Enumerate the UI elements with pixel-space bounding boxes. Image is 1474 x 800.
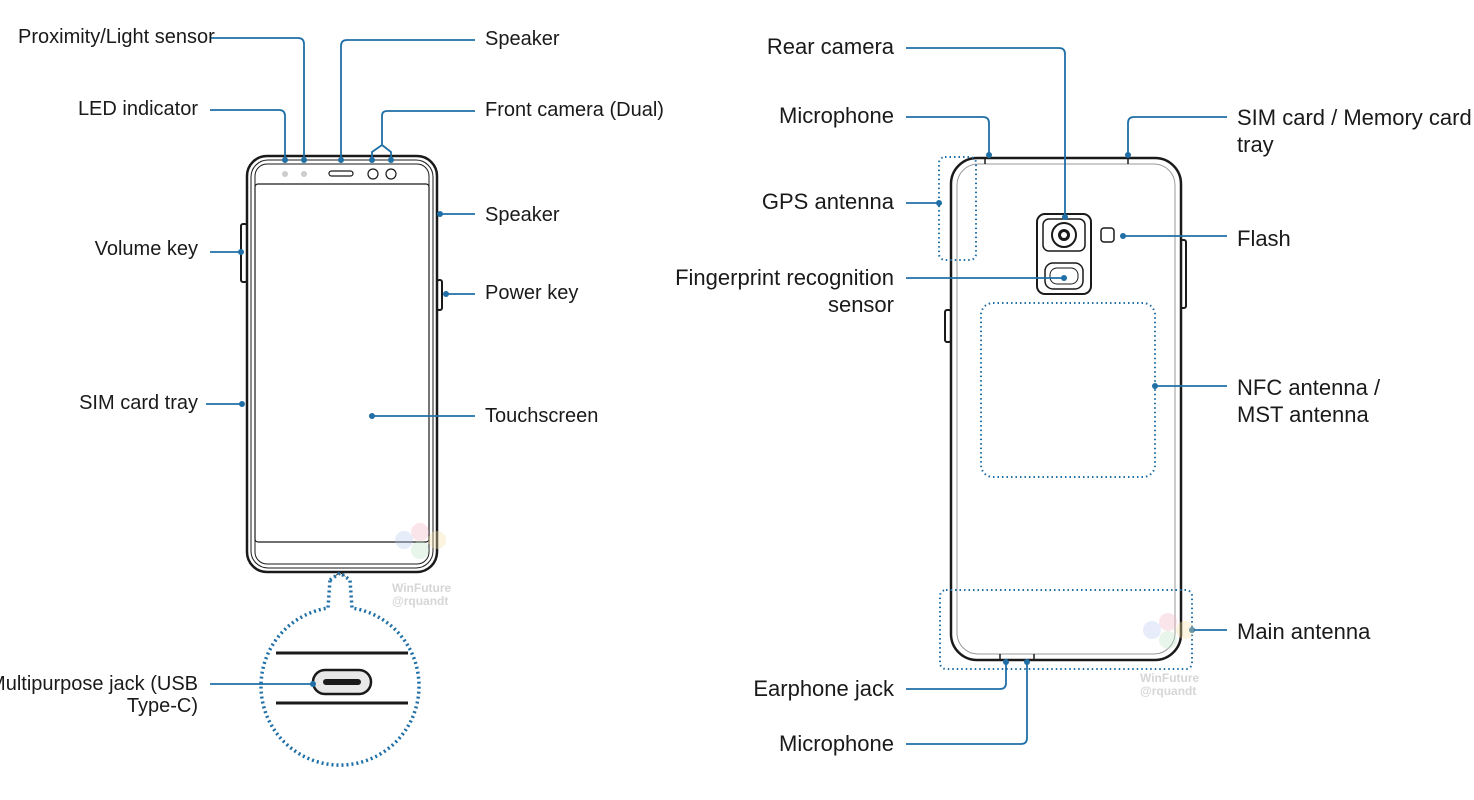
dot-speaker-top <box>338 157 344 163</box>
dot-nfc <box>1152 383 1158 389</box>
leader-microphone-top <box>906 116 990 155</box>
front-camera-lens-2 <box>385 168 397 180</box>
back-leader-dots <box>936 152 1195 665</box>
dot-flash <box>1120 233 1126 239</box>
label-proximity-sensor: Proximity/Light sensor <box>18 26 215 48</box>
label-touchscreen: Touchscreen <box>485 405 599 427</box>
dot-touchscreen <box>369 413 375 419</box>
dot-earphone <box>1003 659 1009 665</box>
label-nfc-antenna-2: MST antenna <box>1237 402 1369 427</box>
dot-main-antenna <box>1189 627 1195 633</box>
main-antenna-region <box>939 589 1193 670</box>
label-volume-key: Volume key <box>94 238 198 260</box>
leader-earphone <box>906 662 1007 690</box>
usb-c-port-inner <box>323 679 361 685</box>
dot-fingerprint <box>1061 275 1067 281</box>
label-sim-memory-tray-2: tray <box>1237 132 1274 157</box>
label-sim-memory-tray-1: SIM card / Memory card <box>1237 105 1472 130</box>
dot-sim-memory <box>1125 152 1131 158</box>
watermark-front-line2: @rquandt <box>392 594 449 608</box>
front-camera-lens-1 <box>367 168 379 180</box>
back-view <box>906 47 1227 745</box>
label-front-camera: Front camera (Dual) <box>485 99 664 121</box>
label-microphone-bottom: Microphone <box>779 731 894 756</box>
label-multipurpose-jack-2: Type-C) <box>126 695 198 717</box>
nfc-antenna-region <box>980 302 1156 478</box>
antenna-regions <box>938 156 1193 670</box>
watermark-front-line1: WinFuture <box>392 581 452 595</box>
leader-led <box>210 109 286 160</box>
dot-cam2 <box>388 157 394 163</box>
leader-microphone-bottom <box>906 662 1028 745</box>
leader-rear-camera <box>906 47 1066 217</box>
watermark-logo-back <box>1143 613 1194 649</box>
flash-unit <box>1100 227 1115 243</box>
dot-cam1 <box>369 157 375 163</box>
leader-proximity <box>210 37 305 160</box>
dot-jack <box>310 681 316 687</box>
dot-proximity <box>301 157 307 163</box>
led-indicator-dot <box>282 171 288 177</box>
dot-microphone-bottom <box>1024 659 1030 665</box>
rear-camera-lens-core <box>1061 232 1067 238</box>
label-led-indicator: LED indicator <box>77 98 198 120</box>
dot-rear-camera <box>1062 214 1068 220</box>
label-fingerprint-2: sensor <box>827 292 894 317</box>
label-rear-camera: Rear camera <box>766 34 894 59</box>
label-earphone-jack: Earphone jack <box>753 676 894 701</box>
front-leader-dots <box>238 157 449 687</box>
label-main-antenna: Main antenna <box>1237 619 1371 644</box>
dot-gps <box>936 200 942 206</box>
dot-microphone-top <box>986 152 992 158</box>
touchscreen-area <box>254 183 430 543</box>
label-power-key: Power key <box>485 282 579 304</box>
label-nfc-antenna-1: NFC antenna / <box>1237 375 1381 400</box>
label-gps-antenna: GPS antenna <box>761 189 894 214</box>
watermark-back-line1: WinFuture <box>1140 671 1200 685</box>
dot-volume <box>238 249 244 255</box>
top-speaker-slot <box>328 170 354 177</box>
proximity-sensor-dot <box>301 171 307 177</box>
front-leader-lines <box>206 37 475 685</box>
front-view <box>206 37 475 767</box>
label-sim-card-tray: SIM card tray <box>79 392 198 414</box>
label-fingerprint-1: Fingerprint recognition <box>675 265 894 290</box>
watermark-back-line2: @rquandt <box>1140 684 1197 698</box>
back-phone-body <box>949 156 1183 662</box>
leader-speaker-top <box>340 39 475 160</box>
label-speaker-side: Speaker <box>485 204 560 226</box>
dot-led <box>282 157 288 163</box>
dot-power <box>443 291 449 297</box>
back-leader-lines <box>906 47 1227 745</box>
back-phone-inner-edge <box>956 163 1176 655</box>
leader-sim-memory <box>1127 116 1227 155</box>
label-flash: Flash <box>1237 226 1291 251</box>
leader-front-camera <box>371 110 475 160</box>
dot-speaker-side <box>437 211 443 217</box>
dot-sim <box>239 401 245 407</box>
label-speaker-top: Speaker <box>485 28 560 50</box>
label-multipurpose-jack-1: Multipurpose jack (USB <box>0 673 198 695</box>
label-microphone-top: Microphone <box>779 103 894 128</box>
watermark-logo-front <box>395 523 446 559</box>
